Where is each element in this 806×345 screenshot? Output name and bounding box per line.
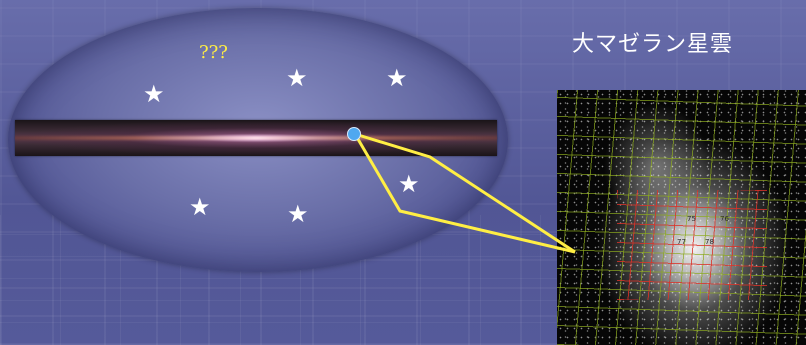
halo-star-icon: ★ [386, 64, 408, 92]
lmc-field-number: 77 [677, 238, 686, 246]
lmc-field-number: 75 [687, 215, 696, 223]
lmc-field-number: 76 [720, 215, 729, 223]
halo-star-icon: ★ [287, 200, 309, 228]
lmc-survey-grid-red [617, 190, 767, 300]
lmc-field-number: 78 [705, 238, 714, 246]
slide-title: 大マゼラン星雲 [572, 32, 734, 57]
connector-line-lower [353, 133, 576, 254]
halo-star-icon: ★ [286, 64, 308, 92]
connector-line-upper [354, 132, 576, 254]
milky-way-edge-on-image [15, 120, 497, 156]
sun-position-marker [347, 127, 361, 141]
halo-star-icon: ★ [143, 80, 165, 108]
halo-star-icon: ★ [189, 193, 211, 221]
halo-star-icon: ★ [398, 170, 420, 198]
lmc-survey-image: 75 76 77 78 [557, 90, 806, 345]
unknown-label: ??? [199, 42, 228, 63]
